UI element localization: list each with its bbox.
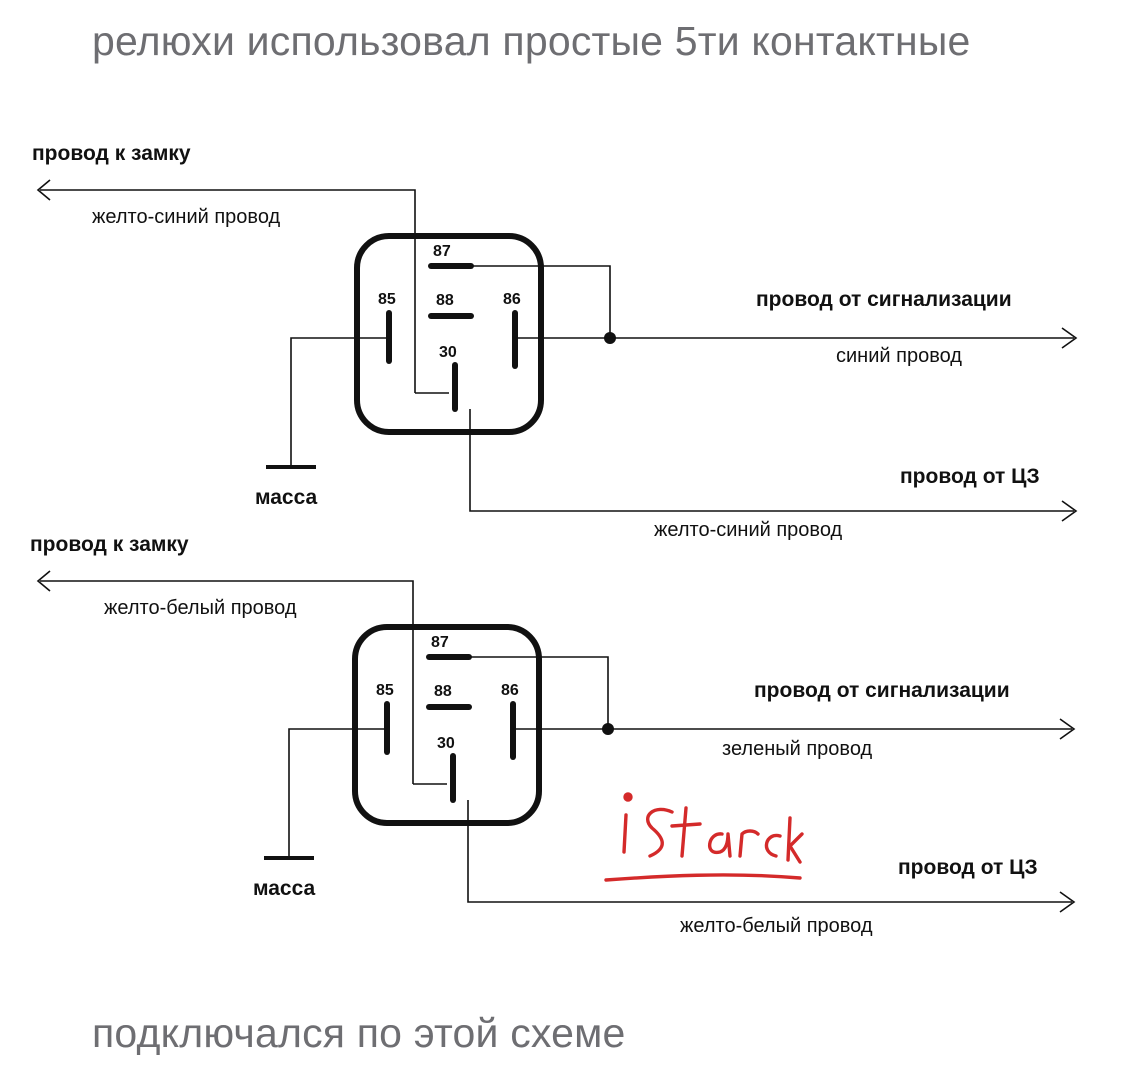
pin-87-label: 87: [431, 634, 449, 651]
cz-wire: [469, 409, 1074, 512]
alarm-wire-color: синий провод: [836, 345, 962, 367]
pin-86-label: 86: [501, 682, 519, 699]
pin-87-label: 87: [433, 243, 451, 260]
alarm-wire-color: зеленый провод: [722, 738, 873, 760]
ground-label: масса: [255, 486, 318, 509]
cz-wire: [467, 800, 1072, 903]
cz-label: провод от ЦЗ: [900, 465, 1040, 488]
relay-circuit-2: провод к замку желто-белый провод 87 85 …: [30, 533, 1076, 937]
cz-arrow-icon: [1061, 500, 1078, 522]
lock-label: провод к замку: [30, 533, 189, 556]
lock-wire-color: желто-белый провод: [104, 597, 297, 619]
lock-wire: [40, 580, 414, 784]
pin87-wire: [471, 265, 611, 338]
ground-label: масса: [253, 877, 316, 900]
cz-label: провод от ЦЗ: [898, 856, 1038, 879]
cz-arrow-icon: [1059, 891, 1076, 913]
relay-circuit-1: провод к замку желто-синий провод 87 85 …: [32, 142, 1078, 541]
alarm-arrow-icon: [1061, 327, 1078, 349]
lock-label: провод к замку: [32, 142, 191, 165]
pin-88-label: 88: [434, 683, 452, 700]
ground-wire: [288, 728, 387, 858]
pin-85-label: 85: [376, 682, 394, 699]
pin-88-label: 88: [436, 292, 454, 309]
pin-30-label: 30: [437, 735, 455, 752]
watermark-signature: [604, 792, 804, 882]
caption-bottom: подключался по этой схеме: [92, 1010, 626, 1056]
pin87-wire: [469, 656, 609, 729]
relay-body: [354, 233, 544, 435]
cz-wire-color: желто-белый провод: [680, 915, 873, 937]
lock-wire: [40, 189, 416, 393]
caption-top: релюхи использовал простые 5ти контактны…: [92, 18, 971, 64]
pin-85-label: 85: [378, 291, 396, 308]
pin-30-label: 30: [439, 344, 457, 361]
alarm-arrow-icon: [1059, 718, 1076, 740]
ground-wire: [290, 337, 389, 467]
lock-arrow-icon: [36, 570, 51, 592]
lock-arrow-icon: [36, 179, 51, 201]
cz-wire-color: желто-синий провод: [654, 519, 843, 541]
lock-wire-color: желто-синий провод: [92, 206, 281, 228]
relay-body: [352, 624, 542, 826]
alarm-label: провод от сигнализации: [756, 288, 1012, 311]
alarm-label: провод от сигнализации: [754, 679, 1010, 702]
pin-86-label: 86: [503, 291, 521, 308]
